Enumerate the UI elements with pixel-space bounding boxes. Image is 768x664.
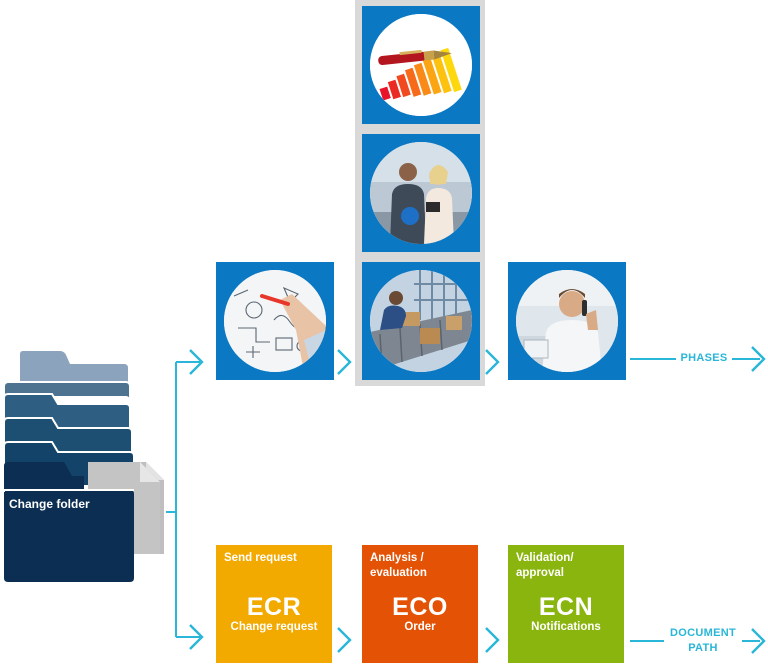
chevron-right-icon (485, 349, 500, 375)
ecn-caption: Validation/ approval (516, 552, 574, 579)
change-folder-stack-icon (3, 351, 164, 582)
eco-document-box: Analysis / evaluation ECO Order (362, 545, 478, 663)
chevron-right-icon (485, 627, 500, 653)
arrow-right-icon (751, 628, 766, 654)
pen-chart-photo-box (362, 6, 480, 124)
ecr-code: ECR (246, 593, 302, 621)
man-on-phone-icon (516, 270, 618, 372)
whiteboard-photo-box (216, 262, 334, 380)
ecn-subtitle: Notifications (531, 621, 601, 633)
ecn-code: ECN (538, 593, 594, 621)
engineers-meeting-icon (370, 142, 472, 244)
arrow-right-icon (751, 346, 766, 372)
chevron-right-icon (337, 627, 352, 653)
ecr-document-box: Send request ECR Change request (216, 545, 332, 663)
change-folder-label: Change folder (9, 497, 90, 511)
branch-line (166, 362, 177, 637)
ecn-document-box: Validation/ approval ECN Notifications (508, 545, 624, 663)
pen-and-bar-chart-icon (370, 14, 472, 116)
whiteboard-sketch-icon (224, 270, 326, 372)
conveyor-photo-box (362, 262, 480, 380)
chevron-right-icon (189, 624, 204, 650)
eco-subtitle: Order (404, 621, 436, 633)
eco-code: ECO (392, 593, 448, 621)
meeting-photo-box (362, 134, 480, 252)
chevron-right-icon (337, 349, 352, 375)
phases-label: PHASES (680, 352, 728, 364)
phone-photo-box (508, 262, 626, 380)
conveyor-boxes-icon (370, 270, 472, 372)
document-path-label: DOCUMENT PATH (670, 627, 736, 654)
ecr-caption: Send request (224, 552, 297, 564)
chevron-right-icon (189, 349, 204, 375)
eco-caption: Analysis / evaluation (370, 552, 427, 579)
ecr-subtitle: Change request (230, 621, 318, 633)
